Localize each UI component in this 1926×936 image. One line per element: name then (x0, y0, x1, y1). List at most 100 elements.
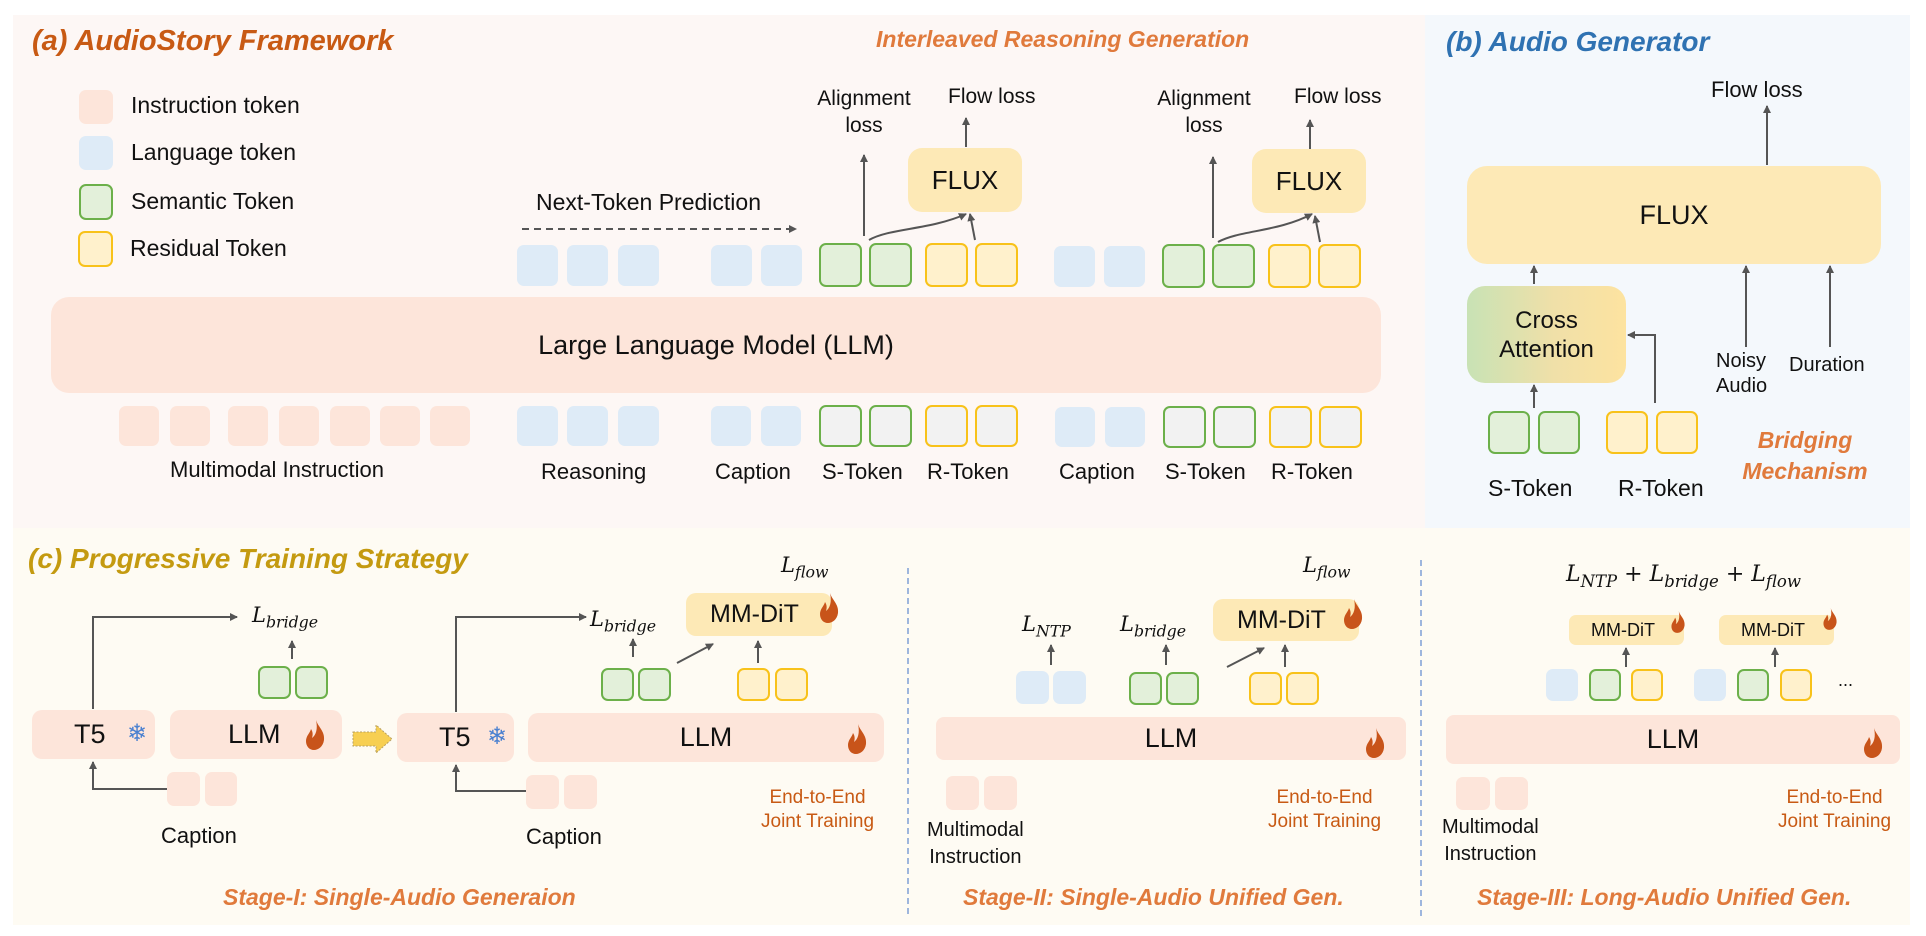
input-label-s-token: S-Token (1165, 459, 1246, 484)
r-token (1656, 411, 1698, 454)
output-semantic-token (1212, 244, 1255, 288)
mm-dit-box: MM-DiT (1719, 615, 1834, 645)
caption-token (167, 772, 200, 806)
input-label-r-token: R-Token (1271, 459, 1353, 484)
legend-instruction-label: Instruction token (131, 92, 300, 118)
residual-token (1631, 669, 1663, 701)
language-token (1694, 669, 1726, 701)
output-semantic-token (819, 243, 862, 287)
input-label-multimodal-instruction: Multimodal Instruction (170, 457, 384, 482)
flame-trainable-icon (1864, 728, 1883, 758)
input-instruction-token (279, 406, 319, 446)
instruction-token (984, 776, 1017, 810)
semantic-token (258, 666, 291, 699)
flux-box-2: FLUX (1252, 149, 1366, 213)
panel-b-title: (b) Audio Generator (1446, 26, 1710, 57)
flame-trainable-icon (820, 593, 839, 623)
instruction-token (946, 776, 979, 810)
input-residual-token (1269, 406, 1312, 448)
output-caption-token (1104, 246, 1145, 287)
output-caption-token (711, 245, 752, 286)
panel-a-title: (a) AudioStory Framework (32, 25, 394, 57)
language-token (1016, 671, 1049, 704)
flow-loss-label-2: Flow loss (1294, 85, 1382, 108)
mm-dit-box: MM-DiT (1569, 615, 1684, 645)
snowflake-frozen-icon: ❄ (127, 720, 148, 747)
output-residual-token (1318, 244, 1361, 288)
flux-box-1: FLUX (908, 148, 1022, 212)
l-flow-loss: Lflow (781, 553, 829, 582)
snowflake-frozen-icon: ❄ (487, 723, 508, 750)
residual-token (737, 668, 770, 701)
input-caption-token (711, 406, 751, 446)
output-residual-token (1268, 244, 1311, 288)
input-residual-token (925, 405, 968, 447)
caption-token (526, 775, 559, 809)
input-semantic-token (869, 405, 912, 447)
legend-semantic-label: Semantic Token (131, 188, 295, 214)
caption-label: Caption (526, 824, 602, 849)
output-reasoning-token (517, 245, 558, 286)
output-caption-token (761, 245, 802, 286)
input-instruction-token (330, 406, 370, 446)
language-token (1546, 669, 1578, 701)
input-residual-token (975, 405, 1018, 447)
legend-language-label: Language token (131, 139, 296, 165)
semantic-token (295, 666, 328, 699)
caption-token (205, 772, 237, 806)
input-label-s-token: S-Token (822, 459, 903, 484)
llm-box: LLM (1446, 715, 1900, 764)
s-token-label: S-Token (1488, 475, 1573, 501)
llm-box: LLM (936, 717, 1406, 760)
panel-c-title: (c) Progressive Training Strategy (28, 543, 468, 574)
l-bridge-loss: Lbridge (252, 603, 319, 632)
stage-1-title: Stage-I: Single-Audio Generaion (223, 884, 576, 910)
legend-semantic-swatch (79, 184, 113, 220)
semantic-token (1129, 672, 1162, 705)
input-instruction-token (380, 406, 420, 446)
instruction-token (1495, 777, 1528, 810)
t5-box: T5 (397, 713, 514, 762)
semantic-token (601, 668, 634, 701)
l-bridge-loss: Lbridge (590, 607, 657, 636)
flux-label: FLUX (1275, 165, 1343, 196)
flux-label: FLUX (931, 164, 999, 195)
mm-dit-box: MM-DiT (686, 593, 832, 636)
caption-token (564, 775, 597, 809)
l-bridge-loss: Lbridge (1120, 612, 1187, 641)
instruction-token (1456, 777, 1490, 810)
panel-b-flux-box: FLUX (1467, 166, 1881, 264)
flame-trainable-icon (306, 720, 325, 750)
output-reasoning-token (567, 245, 608, 286)
llm-label: Large Language Model (LLM) (538, 329, 894, 360)
semantic-token (1166, 672, 1199, 705)
output-semantic-token (869, 243, 912, 287)
cross-attention-box: Cross Attention (1467, 286, 1626, 383)
t5-box: T5 (32, 710, 155, 759)
residual-token (775, 668, 808, 701)
input-instruction-token (430, 406, 470, 446)
flame-trainable-icon (1366, 728, 1385, 758)
semantic-token (638, 668, 671, 701)
input-instruction-token (170, 406, 210, 446)
panel-b-flow-loss-label: Flow loss (1711, 77, 1803, 102)
input-label-reasoning: Reasoning (541, 459, 647, 484)
output-residual-token (925, 243, 968, 287)
input-residual-token (1319, 406, 1362, 448)
semantic-token (1737, 669, 1769, 701)
l-ntp-loss: LNTP (1022, 612, 1071, 641)
input-instruction-token (228, 406, 268, 446)
residual-token (1780, 669, 1812, 701)
l-flow-loss: Lflow (1303, 553, 1351, 582)
input-label-r-token: R-Token (927, 459, 1009, 484)
mm-dit-box: MM-DiT (1213, 599, 1359, 641)
legend-language-swatch (79, 136, 113, 170)
input-caption-token (1105, 407, 1145, 447)
residual-token (1286, 672, 1319, 705)
flow-loss-label-1: Flow loss (948, 85, 1036, 108)
output-semantic-token (1162, 244, 1205, 288)
